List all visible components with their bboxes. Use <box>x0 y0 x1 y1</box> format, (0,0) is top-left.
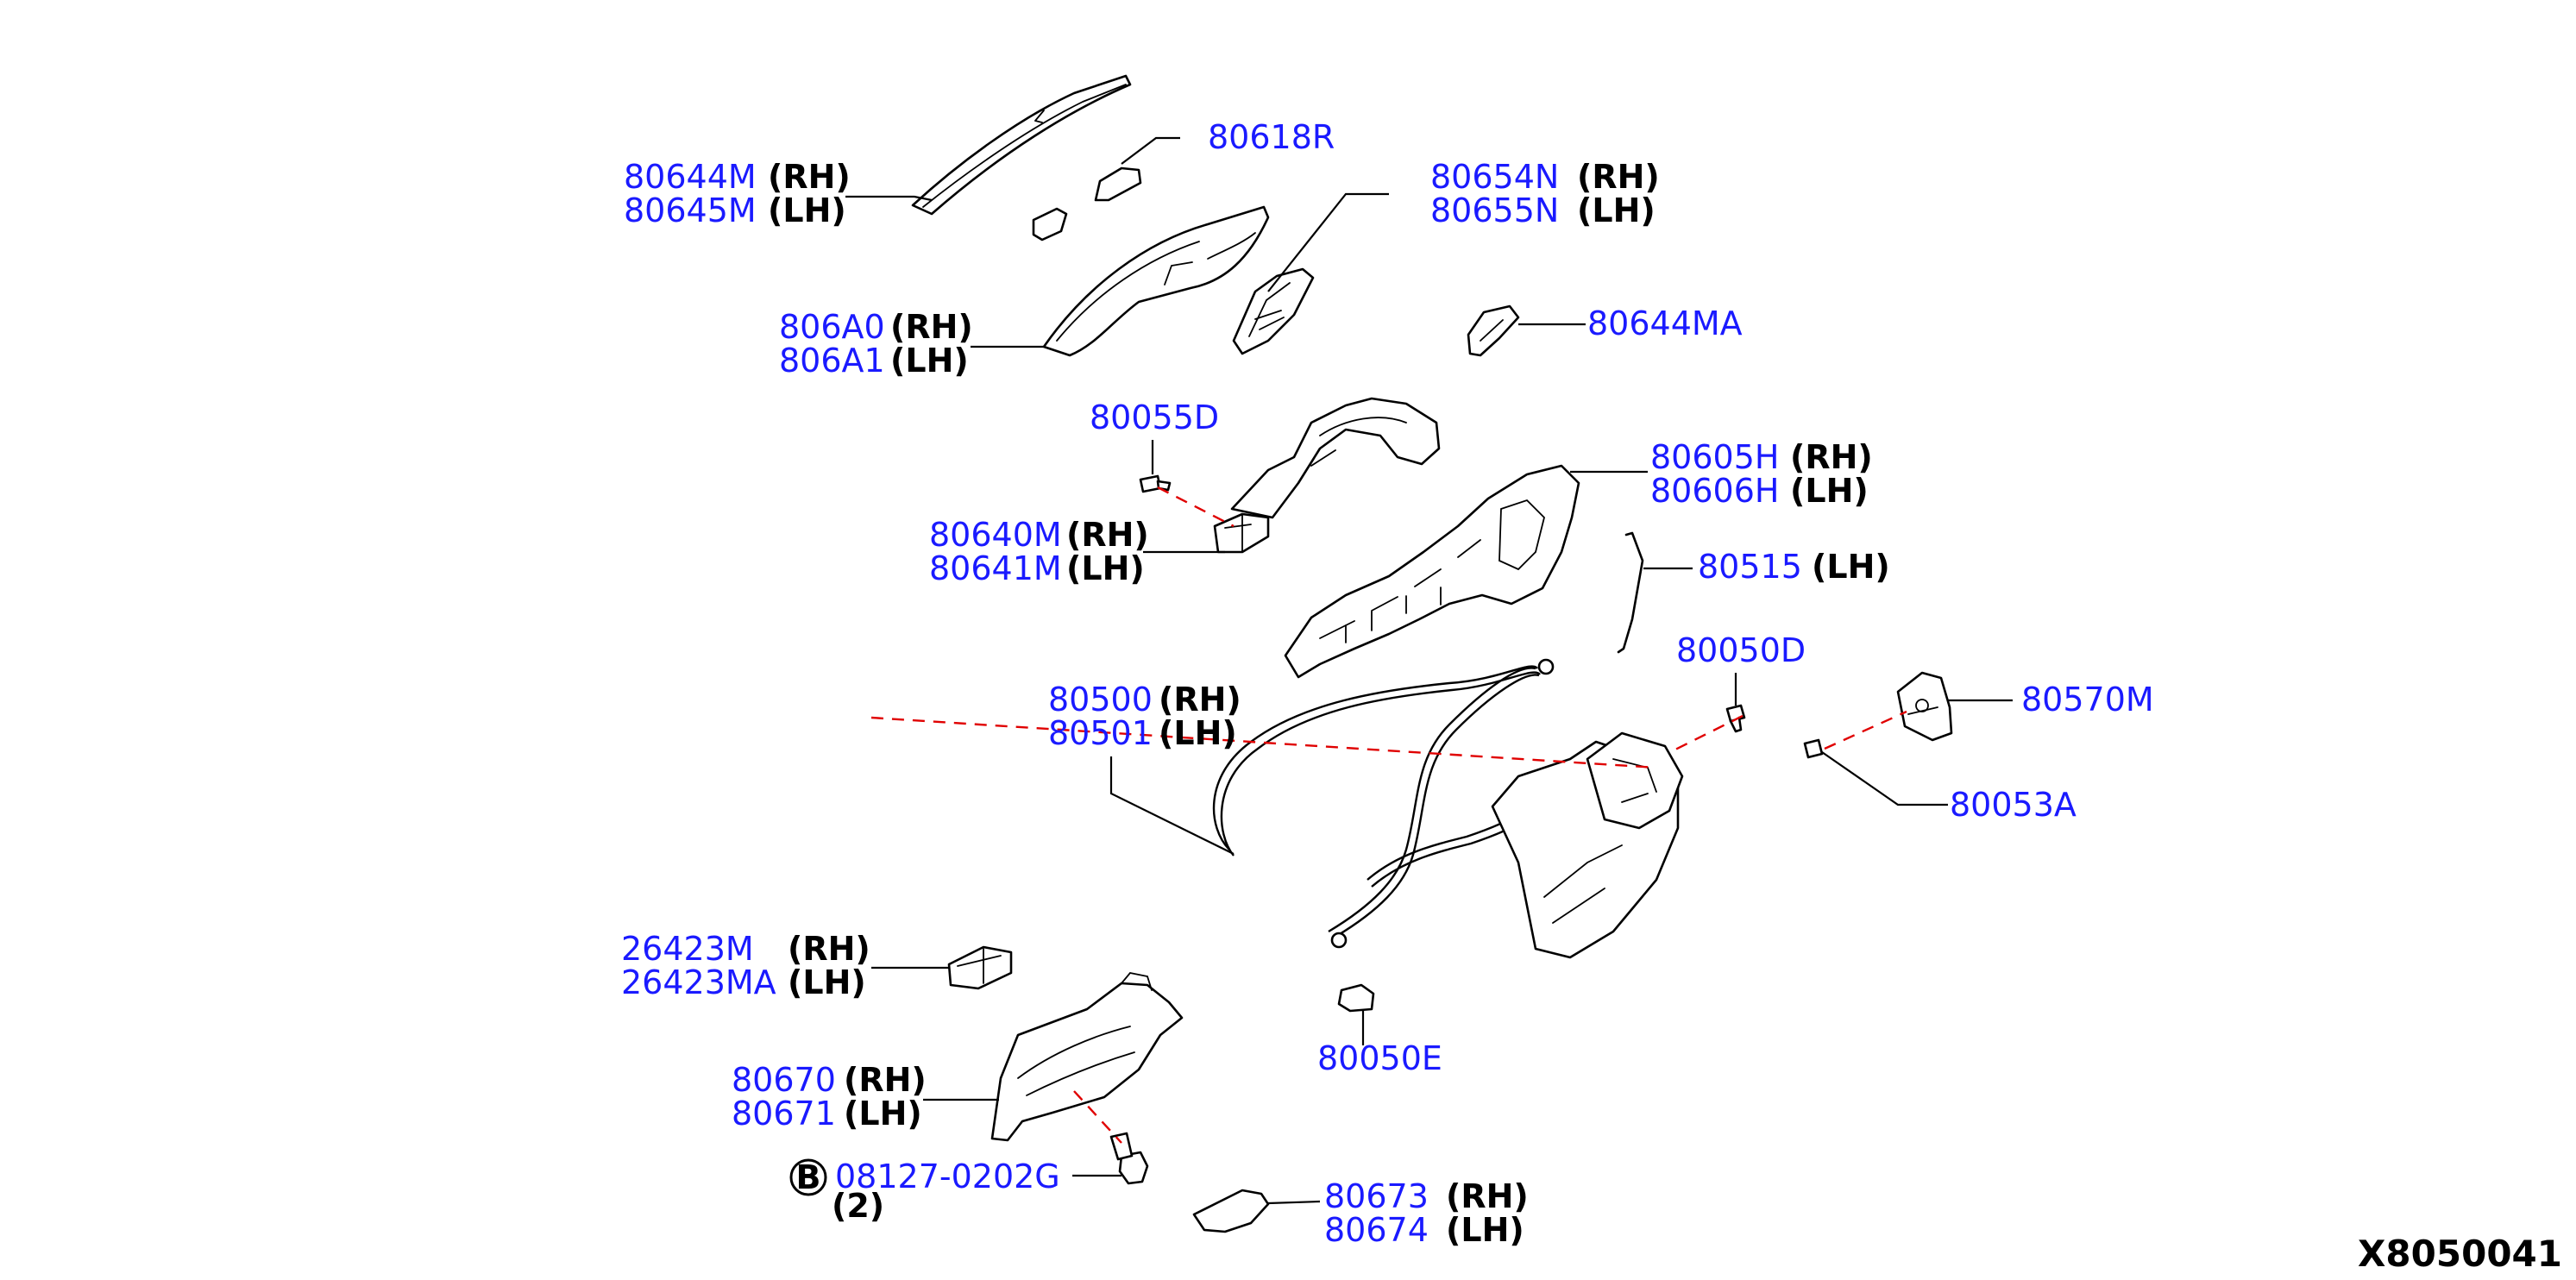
part-number: 80641M <box>929 549 1062 587</box>
part-number: 806A0 <box>779 308 885 346</box>
label-screw-top: 80055D <box>1090 398 1219 436</box>
side-marker: (LH) <box>890 342 969 380</box>
side-marker: (LH) <box>1577 191 1656 229</box>
handle-frame-part <box>1230 397 1441 519</box>
side-marker: (LH) <box>1812 548 1890 586</box>
bolt-mark: B <box>796 1158 821 1196</box>
label-cable-lock: 80500 (RH) 80501 (LH) <box>1048 681 1241 752</box>
side-marker: (LH) <box>1066 549 1145 587</box>
screw-80053a-part <box>1803 738 1824 759</box>
label-escutcheon: 80618R <box>1208 118 1335 156</box>
lamp-part <box>947 945 1013 990</box>
rod-part <box>1617 531 1644 654</box>
label-inner-cover: 80673 (RH) 80674 (LH) <box>1324 1177 1529 1249</box>
side-marker: (LH) <box>768 191 846 229</box>
label-inside-handle: 80670 (RH) 80671 (LH) <box>732 1061 927 1133</box>
part-number: 80605H <box>1650 438 1779 476</box>
part-number: 26423M <box>621 930 754 968</box>
part-number: 80644M <box>624 158 757 196</box>
side-marker: (RH) <box>844 1061 927 1099</box>
side-marker: (RH) <box>1446 1177 1529 1215</box>
part-number: 80654N <box>1430 158 1559 196</box>
inside-handle-part <box>990 972 1184 1142</box>
label-key-cylinder: 80640M (RH) 80641M (LH) <box>929 516 1149 587</box>
side-marker: (RH) <box>1159 681 1241 718</box>
label-striker: 80570M <box>2021 681 2154 718</box>
outside-handle-part <box>1042 205 1270 357</box>
grip-cover-part <box>1232 267 1315 355</box>
part-number: 80618R <box>1208 118 1335 156</box>
part-number: 806A1 <box>779 342 885 380</box>
part-number: 80500 <box>1048 681 1153 718</box>
axis-lines <box>870 486 1907 1144</box>
side-marker: (LH) <box>1446 1211 1524 1249</box>
label-clip: 80050E <box>1317 1039 1442 1077</box>
clip-part <box>1337 983 1375 1013</box>
label-handle-seal: 80644M (RH) 80645M (LH) <box>624 158 851 229</box>
part-number: 80655N <box>1430 191 1559 229</box>
part-number: 80606H <box>1650 472 1779 510</box>
side-marker: (RH) <box>1790 438 1873 476</box>
label-bracket: 80605H (RH) 80606H (LH) <box>1650 438 1873 510</box>
key-cylinder-part <box>1213 512 1270 554</box>
striker-part <box>1896 671 1953 742</box>
part-number: 80645M <box>624 191 757 229</box>
label-bolt: B 08127-0202G (2) <box>789 1158 1060 1225</box>
escutcheon-part <box>1032 166 1142 242</box>
bolt-part <box>1109 1132 1149 1185</box>
side-marker: (LH) <box>1790 472 1869 510</box>
part-number: 80640M <box>929 516 1062 554</box>
bolt-mark-circle <box>789 1158 827 1196</box>
handle-seal-part <box>911 74 1132 216</box>
part-number: 80644MA <box>1587 304 1743 342</box>
quantity: (2) <box>832 1187 884 1225</box>
side-marker: (RH) <box>1577 158 1660 196</box>
inner-cover-part <box>1192 1189 1270 1233</box>
part-number: 80670 <box>732 1061 836 1099</box>
part-number: 80671 <box>732 1095 836 1133</box>
part-number: 08127-0202G <box>835 1158 1060 1195</box>
side-marker: (RH) <box>1066 516 1149 554</box>
label-screw-lock: 80050D <box>1676 631 1806 669</box>
part-number: 80501 <box>1048 714 1153 752</box>
label-outside-handle: 806A0 (RH) 806A1 (LH) <box>779 308 973 380</box>
part-number: 80050D <box>1676 631 1806 669</box>
label-lamp: 26423M (RH) 26423MA (LH) <box>621 930 870 1001</box>
label-rod: 80515 (LH) <box>1698 548 1890 586</box>
part-number: 80515 <box>1698 548 1802 586</box>
bracket-part <box>1284 464 1580 679</box>
side-marker: (RH) <box>788 930 870 968</box>
side-marker: (LH) <box>788 963 866 1001</box>
part-number: 26423MA <box>621 963 776 1001</box>
label-grip-cover: 80654N (RH) 80655N (LH) <box>1430 158 1660 229</box>
part-number: 80050E <box>1317 1039 1442 1077</box>
side-marker: (RH) <box>890 308 973 346</box>
label-gasket: 80644MA <box>1587 304 1743 342</box>
side-marker: (LH) <box>844 1095 922 1133</box>
diagram-id: X8050041 <box>2358 1233 2562 1275</box>
leader-lines <box>845 136 2013 1205</box>
part-number: 80674 <box>1324 1211 1429 1249</box>
part-number: 80673 <box>1324 1177 1429 1215</box>
part-number: 80055D <box>1090 398 1219 436</box>
part-number: 80570M <box>2021 681 2154 718</box>
side-marker: (RH) <box>768 158 851 196</box>
label-striker-screw: 80053A <box>1950 786 2077 824</box>
screw-80055d-part <box>1139 474 1172 493</box>
lock-actuator-part <box>1491 731 1684 959</box>
part-number: 80053A <box>1950 786 2077 824</box>
side-marker: (LH) <box>1159 714 1237 752</box>
gasket-part <box>1467 304 1520 357</box>
